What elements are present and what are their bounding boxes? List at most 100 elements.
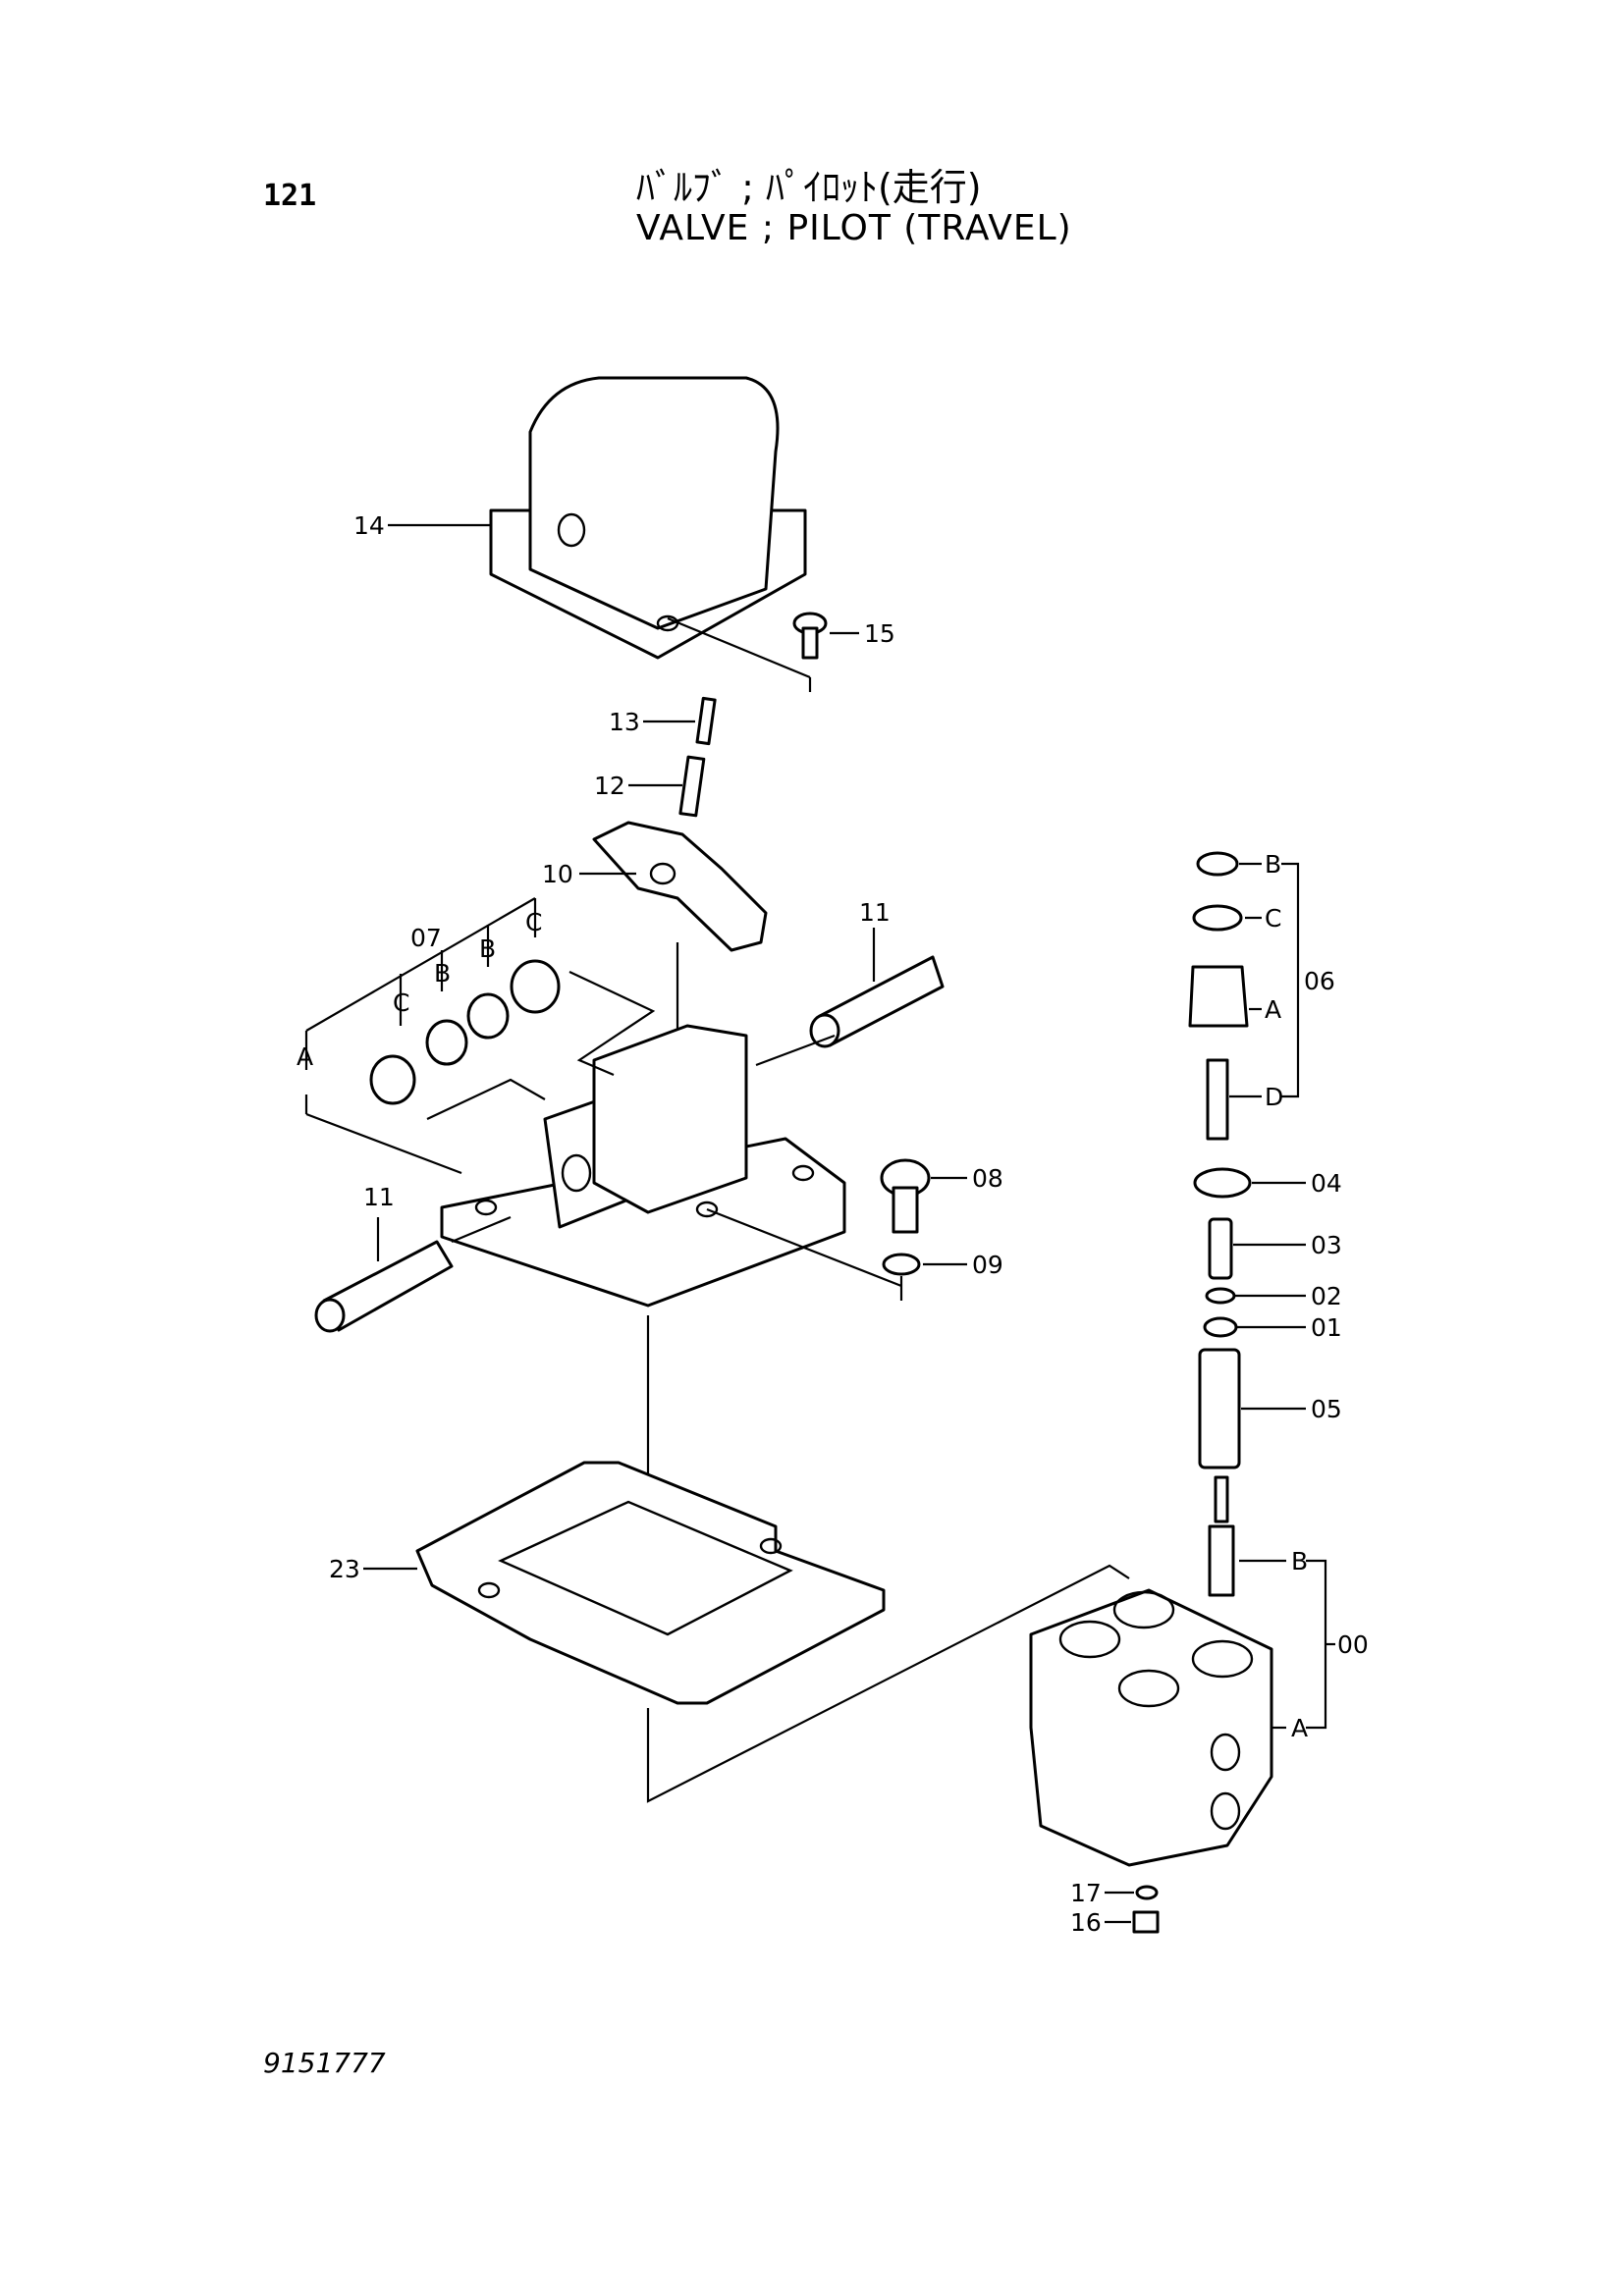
- housing-bore-1: [1058, 1620, 1121, 1659]
- callout-04: 04: [1311, 1169, 1342, 1198]
- callout-16: 16: [1070, 1908, 1102, 1937]
- callout-10: 10: [542, 860, 573, 888]
- plug-06-a: [1188, 965, 1249, 1028]
- drawing-number: 9151777: [263, 2047, 386, 2079]
- page-number: 121: [263, 179, 317, 213]
- housing-port-2: [1210, 1791, 1241, 1831]
- callout-08: 08: [972, 1164, 1003, 1193]
- part-05-spring[interactable]: [1198, 1348, 1241, 1469]
- part-03-spring[interactable]: [1208, 1217, 1233, 1280]
- outline-07-slot-upper: [568, 971, 656, 1077]
- callout-11-left: 11: [363, 1183, 395, 1211]
- housing-bore-2: [1112, 1590, 1175, 1629]
- callout-12: 12: [594, 772, 625, 800]
- pin-11-left-end: [314, 1298, 346, 1333]
- callout-06-b: B: [1265, 850, 1281, 879]
- callout-23: 23: [329, 1555, 360, 1583]
- leader-11-left-tie: [451, 1215, 512, 1244]
- oring-17-ring: [1135, 1885, 1159, 1900]
- callout-15: 15: [864, 619, 895, 648]
- callout-02: 02: [1311, 1282, 1342, 1310]
- spool-body: [1208, 1524, 1235, 1597]
- casing-mount-hole-left: [474, 1199, 498, 1216]
- casing-base-plate: [440, 1137, 846, 1308]
- callout-01: 01: [1311, 1313, 1342, 1342]
- callout-00-a: A: [1291, 1714, 1308, 1742]
- part-02-shim[interactable]: [1205, 1287, 1236, 1305]
- seal-07-c-right: [510, 959, 561, 1014]
- part-10-cam[interactable]: [592, 821, 768, 952]
- callout-06: 06: [1304, 967, 1335, 995]
- callout-06-c: C: [1265, 904, 1281, 933]
- callout-07-b2: B: [479, 934, 496, 963]
- bushing-07-b-left: [425, 1019, 468, 1066]
- callout-07: 07: [410, 924, 442, 952]
- part-23-gasket[interactable]: [415, 1461, 886, 1705]
- pin-13-body: [695, 696, 717, 746]
- housing-port-1: [1210, 1733, 1241, 1772]
- part-14-cover[interactable]: [489, 376, 807, 660]
- part-04-retainer[interactable]: [1193, 1167, 1252, 1199]
- ring-06-b: [1196, 851, 1239, 877]
- callout-07-c2: C: [525, 908, 542, 936]
- part-16-plug[interactable]: [1132, 1910, 1160, 1934]
- title-english: VALVE ; PILOT (TRAVEL): [636, 208, 1072, 248]
- bolt-15-shank: [801, 626, 819, 660]
- pin-11-right-end: [809, 1013, 840, 1048]
- part-17-oring[interactable]: [1135, 1885, 1159, 1900]
- bracket-00: [1306, 1559, 1327, 1730]
- part-11-pin-left[interactable]: [314, 1240, 454, 1333]
- part-13-pin[interactable]: [695, 696, 717, 746]
- shim-02-ring: [1205, 1287, 1236, 1305]
- callout-11-right: 11: [859, 898, 891, 927]
- gasket-outer: [415, 1461, 886, 1705]
- part-11-pin-right[interactable]: [809, 955, 945, 1048]
- callout-14: 14: [353, 511, 385, 540]
- callout-17: 17: [1070, 1879, 1102, 1907]
- part-15-bolt[interactable]: [792, 612, 828, 660]
- part-08-socket-bolt[interactable]: [880, 1158, 931, 1234]
- leader-07-a-tie: [305, 1112, 462, 1175]
- callout-09: 09: [972, 1251, 1003, 1279]
- gasket-hole-left: [477, 1581, 501, 1599]
- spring-03-coil: [1208, 1217, 1233, 1280]
- retainer-04-body: [1193, 1167, 1252, 1199]
- callout-06-a: A: [1265, 995, 1281, 1024]
- gasket-hole-right: [759, 1537, 783, 1555]
- housing-body: [1029, 1588, 1273, 1867]
- spool-stem: [1214, 1475, 1229, 1523]
- casing-mount-hole-front: [695, 1201, 719, 1218]
- plug-16-body: [1132, 1910, 1160, 1934]
- cover-dome: [528, 376, 780, 630]
- part-09-washer[interactable]: [882, 1253, 921, 1276]
- part-06-plug-assembly[interactable]: [1188, 851, 1249, 1141]
- outline-07-slot-lower: [426, 1078, 546, 1120]
- callout-07-a: A: [297, 1042, 313, 1071]
- bracket-06: [1281, 862, 1300, 1098]
- gasket-inner-opening: [498, 1500, 793, 1636]
- casing-center-block: [592, 1024, 748, 1214]
- assembly-axis-08: [706, 1207, 902, 1288]
- leader-15-axis: [667, 616, 811, 679]
- part-01-seat[interactable]: [1203, 1316, 1238, 1338]
- spring-05-coil: [1198, 1348, 1241, 1469]
- part-00-spool[interactable]: [1208, 1475, 1235, 1597]
- callout-07-c1: C: [393, 988, 409, 1017]
- valve-body-casing[interactable]: [440, 1024, 846, 1308]
- casing-mount-hole-right: [791, 1164, 815, 1182]
- part-00-valve-housing[interactable]: [1029, 1588, 1273, 1867]
- bolt-08-shank: [892, 1186, 919, 1234]
- bushing-07-b-right: [466, 992, 510, 1040]
- seat-01-ring: [1203, 1316, 1238, 1338]
- seal-07-c-left: [369, 1054, 416, 1105]
- callout-05: 05: [1311, 1395, 1342, 1423]
- part-07-bushing-set[interactable]: [369, 959, 561, 1105]
- cover-side-hole: [557, 512, 586, 548]
- housing-bore-4: [1191, 1639, 1254, 1679]
- cam-hole: [649, 862, 676, 885]
- part-12-pin[interactable]: [678, 755, 706, 818]
- pin-12-body: [678, 755, 706, 818]
- washer-09-ring: [882, 1253, 921, 1276]
